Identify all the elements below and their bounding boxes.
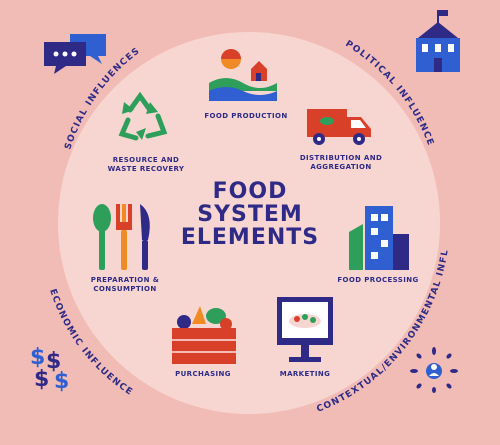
purchasing-label: PURCHASING bbox=[175, 370, 231, 378]
preparation-line-2: CONSUMPTION bbox=[93, 285, 157, 293]
resource-line-1: RESOURCE AND bbox=[112, 156, 180, 164]
preparation-label: PREPARATION & CONSUMPTION bbox=[80, 276, 170, 294]
svg-text:$: $ bbox=[34, 367, 49, 392]
center-title: FOOD SYSTEM ELEMENTS bbox=[180, 180, 320, 249]
speech-bubbles-icon bbox=[44, 34, 106, 74]
distribution-line-2: AGGREGATION bbox=[310, 163, 372, 171]
food-production-label: FOOD PRODUCTION bbox=[204, 112, 288, 120]
title-line-3: ELEMENTS bbox=[180, 225, 320, 250]
food-processing-label: FOOD PROCESSING bbox=[337, 276, 419, 284]
distribution-line-1: DISTRIBUTION AND bbox=[299, 154, 383, 162]
marketing-label: MARKETING bbox=[279, 370, 331, 378]
utensils-icon bbox=[93, 204, 150, 270]
computer-monitor-icon bbox=[277, 297, 333, 362]
title-line-2: SYSTEM bbox=[197, 202, 303, 227]
svg-text:$: $ bbox=[30, 345, 45, 370]
resource-label: RESOURCE AND WASTE RECOVERY bbox=[98, 156, 194, 174]
produce-crate-icon bbox=[172, 306, 236, 364]
delivery-truck-icon bbox=[307, 109, 371, 145]
distribution-label: DISTRIBUTION AND AGGREGATION bbox=[296, 154, 386, 172]
factory-building-icon bbox=[349, 206, 409, 270]
svg-text:$: $ bbox=[54, 369, 69, 394]
title-line-1: FOOD bbox=[212, 179, 288, 204]
svg-text:$: $ bbox=[46, 349, 61, 374]
preparation-line-1: PREPARATION & bbox=[90, 276, 160, 284]
farm-landscape-icon bbox=[209, 49, 277, 101]
government-building-icon bbox=[416, 10, 460, 72]
dollar-signs-icon: $ $ $ $ bbox=[30, 345, 69, 394]
person-environment-icon bbox=[410, 347, 458, 393]
recycle-icon bbox=[118, 91, 168, 141]
resource-line-2: WASTE RECOVERY bbox=[107, 165, 185, 173]
